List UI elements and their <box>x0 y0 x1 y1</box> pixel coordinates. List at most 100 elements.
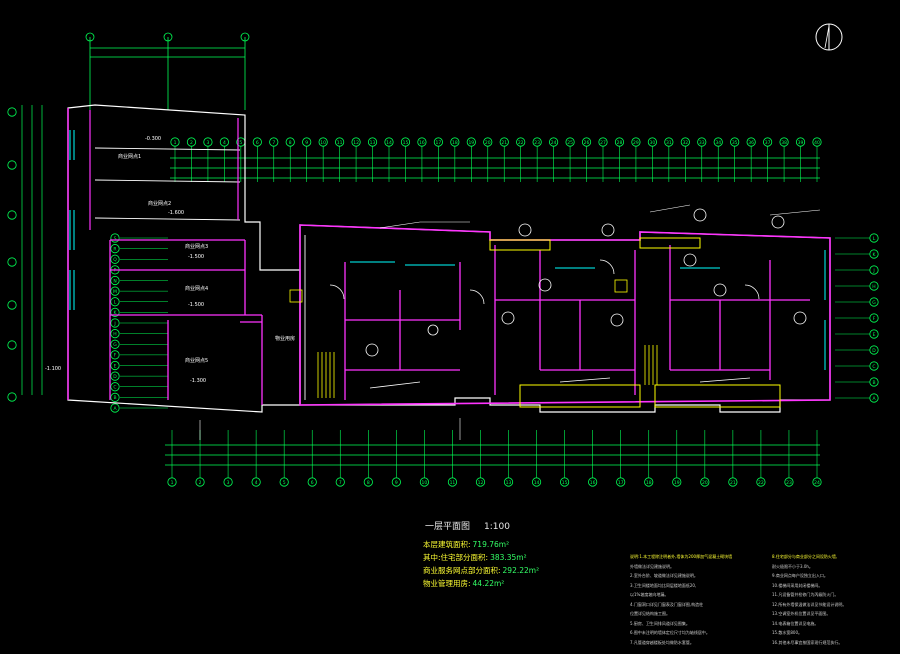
axis-bubble-right <box>869 313 879 323</box>
axis-bubble-bottom <box>644 477 654 487</box>
axis-bubble-far-left <box>7 160 17 170</box>
axis-bubble-bottom-label: 2 <box>199 480 202 486</box>
axis-bubble-top-label: 37 <box>765 140 771 146</box>
axis-bubble-top-label: 36 <box>748 140 754 146</box>
axis-bubble-top <box>516 137 526 147</box>
axis-bubble-bottom <box>531 477 542 487</box>
svg-text:-1.100: -1.100 <box>45 366 61 372</box>
axis-bubble-bottom-label: 4 <box>255 480 258 486</box>
axis-bubble-left <box>110 360 120 371</box>
axis-bubble-left-label: D <box>113 374 117 380</box>
axis-bubble-top <box>631 137 641 147</box>
stairs-arrows <box>369 377 751 389</box>
axis-bubble-top-label: 3 <box>206 140 209 146</box>
axis-bubble-bottom-label: 11 <box>450 480 456 486</box>
axis-bubble-left <box>110 233 120 243</box>
axis-bubble-top-label: 7 <box>272 140 275 146</box>
axis-bubble-top <box>269 137 279 147</box>
stat-value: 44.22m² <box>472 579 505 588</box>
axis-bubble-top <box>697 137 707 147</box>
notes-right: 8.住宅部分与商业部分之间设防火墙,耐火极限不小于3.0h。9.商业网点每户设独… <box>772 552 846 647</box>
axis-bubble-top <box>763 137 773 147</box>
axis-bubble-right <box>869 249 879 259</box>
axis-bubble-right-label: A <box>872 396 876 402</box>
axis-bubble-left <box>110 254 120 264</box>
axis-bubble-top <box>433 137 443 147</box>
note-line: 7.凡管道穿越楼板处均做防水套管。 <box>630 639 694 645</box>
axis-bubble-top <box>549 137 559 147</box>
commercial-windows <box>69 130 75 310</box>
axis-bubble-top-label: 8 <box>289 140 292 146</box>
svg-text:商业网点2: 商业网点2 <box>148 200 171 207</box>
axis-bubble-top <box>581 137 592 147</box>
axis-bubble-right <box>869 377 879 387</box>
note-line: 5.厨房、卫生间排风道详见图集。 <box>630 620 690 626</box>
stat-row: 本层建筑面积:719.76m² <box>423 538 539 551</box>
axis-bubble-top-label: 21 <box>501 140 507 146</box>
axis-bubble-top-label: 18 <box>452 140 458 146</box>
axis-bubble-top <box>499 137 509 147</box>
note-line: 10.楼梯间采用封闭楼梯间。 <box>772 582 823 588</box>
axis-bubble-left <box>110 244 120 254</box>
axis-bubble-top-label: 30 <box>650 140 656 146</box>
note-line: 9.商业网点每户设独立出入口。 <box>772 573 828 578</box>
axis-bubble-top <box>466 137 476 147</box>
axis-bubble-far-left <box>7 300 17 310</box>
axis-bubble-top <box>252 137 262 147</box>
axis-bubble-bottom <box>784 477 794 487</box>
stat-value: 383.35m² <box>490 553 527 562</box>
axis-bubble-top-label: 20 <box>485 140 491 146</box>
note-line: 4.门窗洞口详见门窗表及门窗详图,构造柱 <box>630 601 704 607</box>
axis-bubble-top-label: 38 <box>781 140 787 146</box>
axis-bubble-top-label: 34 <box>715 140 721 146</box>
axis-bubble-top <box>351 137 361 147</box>
axis-bubble-left <box>110 307 120 317</box>
axis-bubble-bottom <box>363 477 373 487</box>
axis-bubble-left <box>110 297 120 307</box>
note-line: 13.空调室外机位置详见平面图。 <box>772 611 831 616</box>
axis-bubble-bottom <box>672 477 682 487</box>
axis-bubble-bottom <box>167 477 177 487</box>
axis-bubble-left-label: H <box>113 331 116 337</box>
axis-bubble-top-label: 4 <box>223 140 226 146</box>
note-line: 11.凡设备管井检修门为丙级防火门。 <box>772 592 839 597</box>
axis-bubble-left <box>110 350 120 360</box>
axis-bubble-bottom <box>728 477 738 487</box>
stat-value: 719.76m² <box>472 540 510 549</box>
axis-bubble-top-label: 1 <box>174 140 177 146</box>
axis-bubble-top-label: 14 <box>386 140 392 146</box>
axis-bubble-bottom <box>616 477 626 487</box>
axis-bubble-bottom-label: 6 <box>311 480 314 486</box>
axis-bubble-left <box>110 286 120 296</box>
stat-label: 本层建筑面积: <box>423 540 471 549</box>
axis-bubble-left <box>110 392 120 402</box>
axis-bubble-left-label: P <box>114 268 117 274</box>
note-line: 2.室外台阶、坡道做法详见建施说明。 <box>630 573 698 578</box>
stair-hatch <box>289 279 658 398</box>
axis-bubble-bottom <box>391 477 401 487</box>
note-line: 以1%坡度坡向地漏。 <box>630 592 669 597</box>
axis-bubble-left <box>110 275 120 286</box>
note-line: 耐火极限不小于3.0h。 <box>772 563 813 569</box>
svg-text:-0.300: -0.300 <box>145 136 161 142</box>
axis-bubble-bottom-label: 23 <box>786 480 792 486</box>
axis-bubble-bottom <box>223 477 233 487</box>
note-line: 位置详见结构施工图。 <box>630 611 670 616</box>
axis-bubble-top-label: 2 <box>190 140 193 146</box>
leader-lines <box>199 204 821 440</box>
axis-bubble-top-label: 23 <box>534 140 540 146</box>
svg-text:-1.500: -1.500 <box>188 254 204 260</box>
axis-bubble-top <box>664 137 674 147</box>
axis-bubble-bottom <box>307 477 317 487</box>
axis-bubble-left-label: R <box>113 246 116 252</box>
axis-bubble-top-label: 13 <box>370 140 376 146</box>
axis-bubble-bottom-label: 12 <box>478 480 484 486</box>
axis-bubble-right <box>869 345 879 355</box>
axis-bubble-left-label: E <box>114 363 117 369</box>
stat-row: 其中:住宅部分面积:383.35m² <box>423 551 539 564</box>
axis-bubble-top <box>779 137 789 147</box>
drawing-title-text: 一层平面图 <box>425 522 471 532</box>
